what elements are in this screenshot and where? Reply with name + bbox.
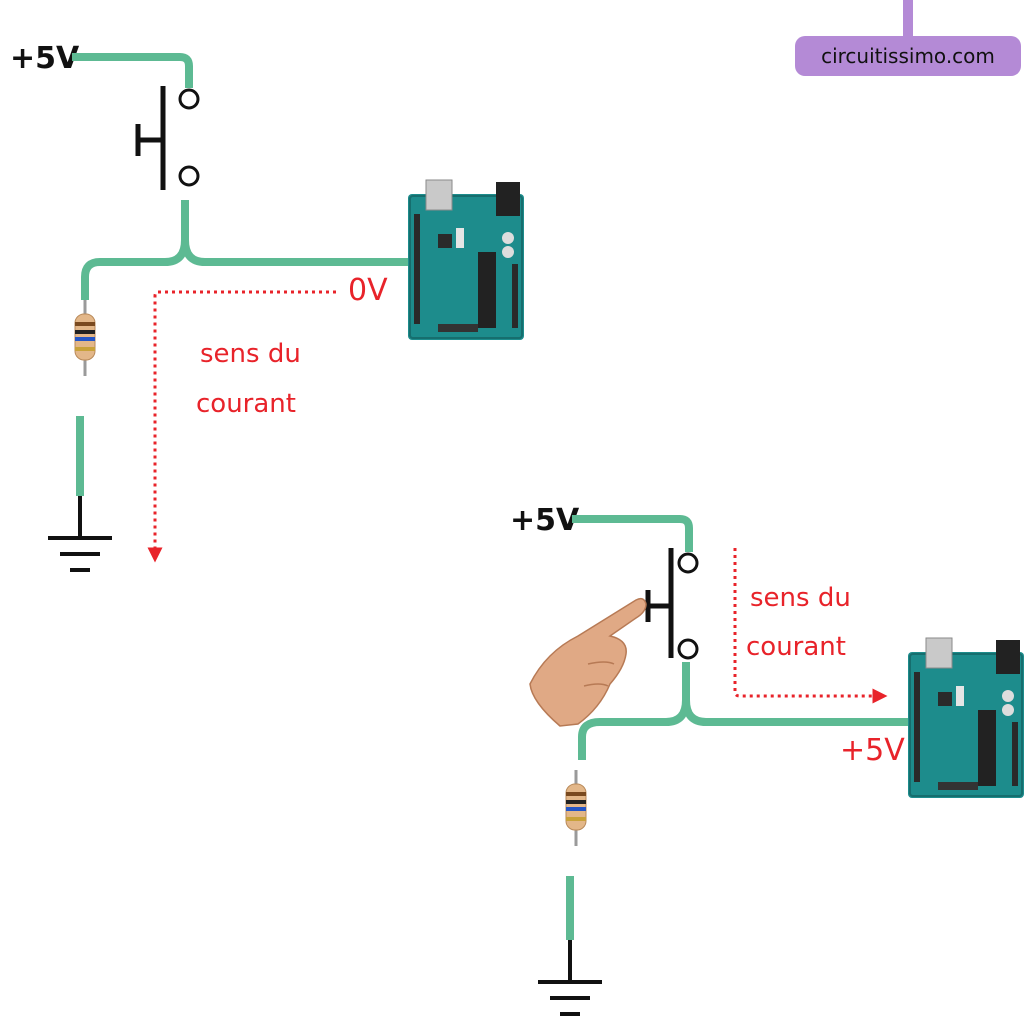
arduino-board-1 xyxy=(407,179,525,341)
ground-symbol-2 xyxy=(536,938,604,1016)
current-arrow-1 xyxy=(147,290,336,563)
supply-label-1: +5V xyxy=(10,41,80,76)
input-label-2: +5V xyxy=(840,733,905,768)
circuit-released: +5V 0V sens du courant xyxy=(10,41,525,572)
pushbutton-2 xyxy=(645,548,699,660)
resistor-1 xyxy=(73,298,97,378)
input-label-1: 0V xyxy=(348,273,388,308)
pushbutton-1 xyxy=(135,86,200,190)
arduino-board-2 xyxy=(907,637,1024,799)
supply-wire-2 xyxy=(572,515,693,552)
circuit-pressed: +5V sens du courant +5V xyxy=(510,503,1024,1016)
finger-hand-icon xyxy=(529,597,647,727)
ground-symbol-1 xyxy=(46,494,114,572)
current-label-2b: courant xyxy=(746,632,846,662)
current-label-2a: sens du xyxy=(750,583,851,613)
brand-badge: circuitissimo.com xyxy=(795,0,1021,76)
supply-label-2: +5V xyxy=(510,503,580,538)
input-wire-2 xyxy=(682,662,915,726)
resistor-2 xyxy=(564,768,588,848)
pulldown-wire-1 xyxy=(81,239,189,300)
pulldown-wire-2 xyxy=(578,699,690,760)
current-label-1a: sens du xyxy=(200,339,301,369)
input-wire-1 xyxy=(181,200,415,266)
supply-wire-1 xyxy=(72,53,193,88)
current-arrow-2 xyxy=(733,548,888,704)
brand-text: circuitissimo.com xyxy=(821,44,995,68)
current-label-1b: courant xyxy=(196,389,296,419)
